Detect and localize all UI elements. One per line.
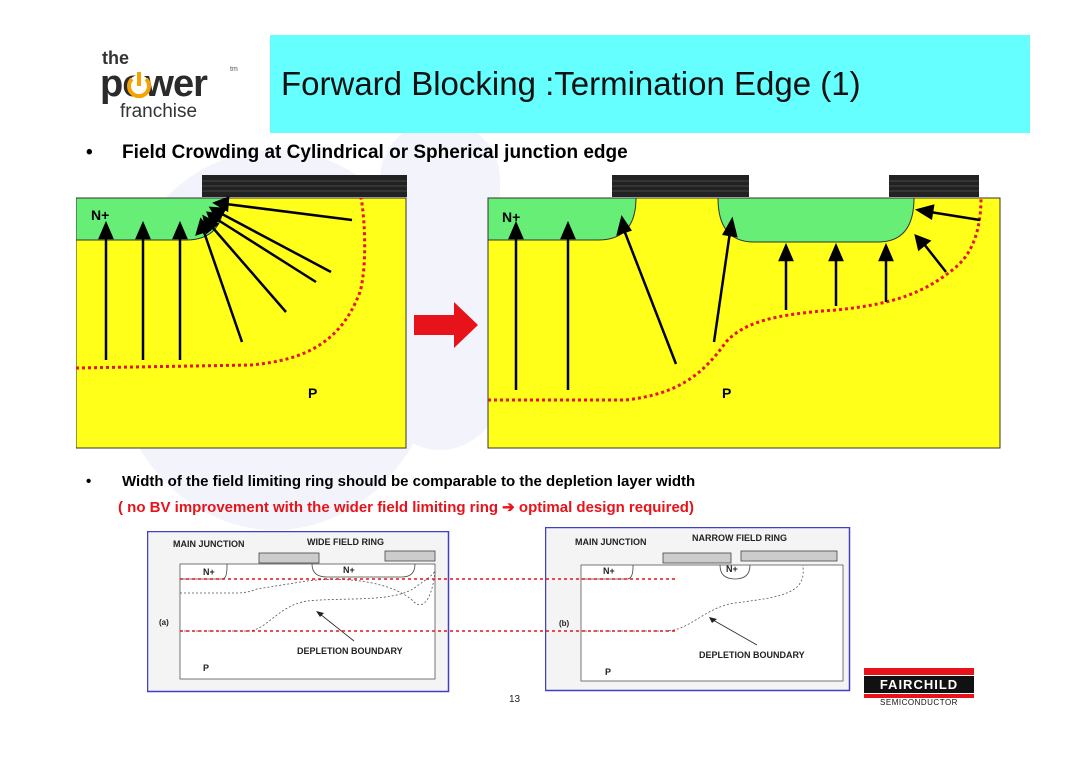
- p-label: P: [722, 385, 731, 401]
- logo-franchise: franchise: [120, 101, 198, 122]
- n-plus-label: N+: [502, 209, 520, 225]
- logo-power: power: [100, 63, 208, 105]
- title-banner: Forward Blocking :Termination Edge (1): [270, 35, 1030, 133]
- fairchild-sub: SEMICONDUCTOR: [880, 698, 958, 707]
- figure-narrow-field-ring: MAIN JUNCTION NARROW FIELD RING N+ N+ (b…: [545, 527, 851, 692]
- p-label: P: [308, 385, 317, 401]
- power-icon: [127, 72, 151, 99]
- panel-label: (a): [159, 618, 169, 627]
- n-plus-label: N+: [343, 565, 355, 575]
- depletion-label: DEPLETION BOUNDARY: [297, 646, 403, 656]
- comparison-lines: [180, 578, 675, 632]
- panel-label: (b): [559, 619, 570, 628]
- bullet-field-ring-width: • Width of the field limiting ring shoul…: [86, 473, 695, 490]
- n-plus-label: N+: [91, 207, 109, 223]
- main-junction-label: MAIN JUNCTION: [575, 537, 647, 547]
- n-plus-label: N+: [203, 567, 215, 577]
- bullet-dot: •: [86, 142, 93, 163]
- p-label: P: [605, 667, 611, 677]
- depletion-edge: [488, 197, 983, 402]
- depletion-label: DEPLETION BOUNDARY: [699, 650, 805, 660]
- main-junction-label: MAIN JUNCTION: [173, 539, 245, 549]
- page-number: 13: [509, 694, 521, 705]
- fairchild-logo: FAIRCHILD SEMICONDUCTOR: [864, 668, 974, 710]
- bullet-field-crowding: • Field Crowding at Cylindrical or Spher…: [86, 142, 628, 164]
- design-note: ( no BV improvement with the wider field…: [118, 499, 694, 516]
- transition-arrow-icon: [414, 302, 478, 348]
- logo-tm: tm: [230, 66, 238, 73]
- bullet-text: Field Crowding at Cylindrical or Spheric…: [122, 142, 628, 163]
- logo-the: the: [102, 48, 129, 68]
- depletion-edge: [76, 197, 367, 370]
- logo-stripe: [864, 668, 974, 675]
- ring-label: NARROW FIELD RING: [692, 533, 787, 543]
- n-plus-label: N+: [603, 566, 615, 576]
- ring-label: WIDE FIELD RING: [307, 537, 384, 547]
- bullet-dot: •: [86, 473, 92, 490]
- logo-stripe: [864, 694, 974, 698]
- field-ring-region: [717, 197, 915, 243]
- p-label: P: [203, 663, 209, 673]
- diagram-single-junction: N+ P: [76, 175, 407, 449]
- diagram-field-ring: N+ P: [487, 175, 1001, 449]
- power-franchise-logo: the power tm franchise: [96, 44, 246, 124]
- fairchild-name: FAIRCHILD: [864, 676, 974, 693]
- bullet-text: Width of the field limiting ring should …: [122, 473, 696, 490]
- figure-wide-field-ring: MAIN JUNCTION WIDE FIELD RING N+ N+ (a) …: [147, 531, 450, 693]
- page-title: Forward Blocking :Termination Edge (1): [281, 65, 861, 102]
- n-plus-label: N+: [726, 564, 738, 574]
